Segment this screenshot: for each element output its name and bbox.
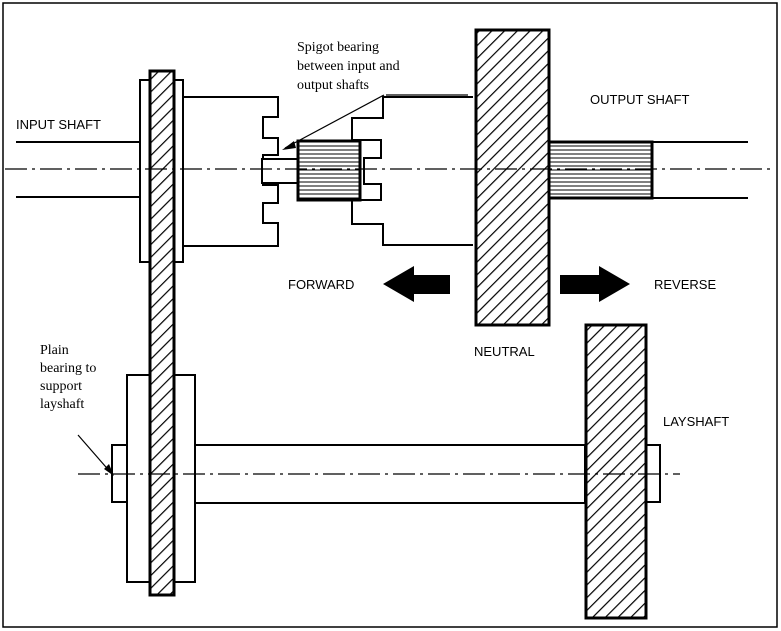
spigot-bearing-label-3: output shafts [297, 78, 369, 93]
spigot-pin [261, 158, 299, 184]
layshaft-label: LAYSHAFT [663, 414, 729, 429]
spigot-bearing-label-2: between input and [297, 59, 400, 74]
spigot-leader-arrowhead [282, 141, 296, 150]
input-shaft-label: INPUT SHAFT [16, 117, 101, 132]
neutral-label: NEUTRAL [474, 344, 535, 359]
plain-bearing-label-2: bearing to [40, 361, 96, 376]
spigot-bearing [296, 139, 362, 202]
plain-bearing-leader-arrowhead [104, 464, 114, 476]
output-shaft [651, 141, 748, 199]
output-clutch-hub [351, 96, 473, 246]
forward-arrow [383, 266, 450, 302]
output-bearing [547, 140, 654, 200]
sliding-gear [474, 28, 551, 327]
spigot-bearing-label-1: Spigot bearing [297, 40, 379, 55]
input-shaft [16, 141, 140, 198]
plain-bearing-label-1: Plain [40, 343, 69, 358]
plain-bearing-label-3: support [40, 379, 82, 394]
reverse-label: REVERSE [654, 277, 716, 292]
reverse-arrow [560, 266, 630, 302]
output-shaft-label: OUTPUT SHAFT [590, 92, 689, 107]
forward-label: FORWARD [288, 277, 354, 292]
layshaft-reverse-gear [584, 323, 648, 620]
spigot-leader-line [284, 94, 385, 149]
plain-bearing-label-4: layshaft [40, 397, 84, 412]
mesh-gear-hatched [148, 69, 176, 597]
